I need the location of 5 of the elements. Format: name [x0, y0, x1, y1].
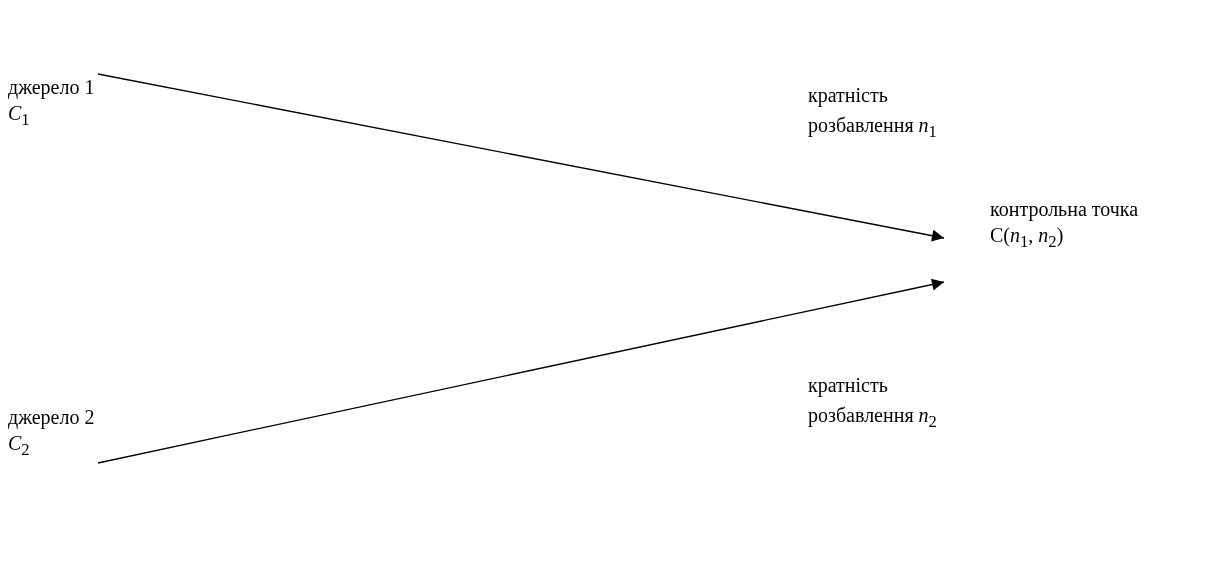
arrow	[97, 278, 945, 464]
control-point-label: контрольна точка C(n$_{1}$, n$_{2}$)	[990, 196, 1139, 255]
source-label: джерело 2 C$_{2}$	[8, 404, 95, 463]
source-label: джерело 1 C$_{1}$	[8, 74, 95, 133]
arrow	[97, 73, 945, 242]
